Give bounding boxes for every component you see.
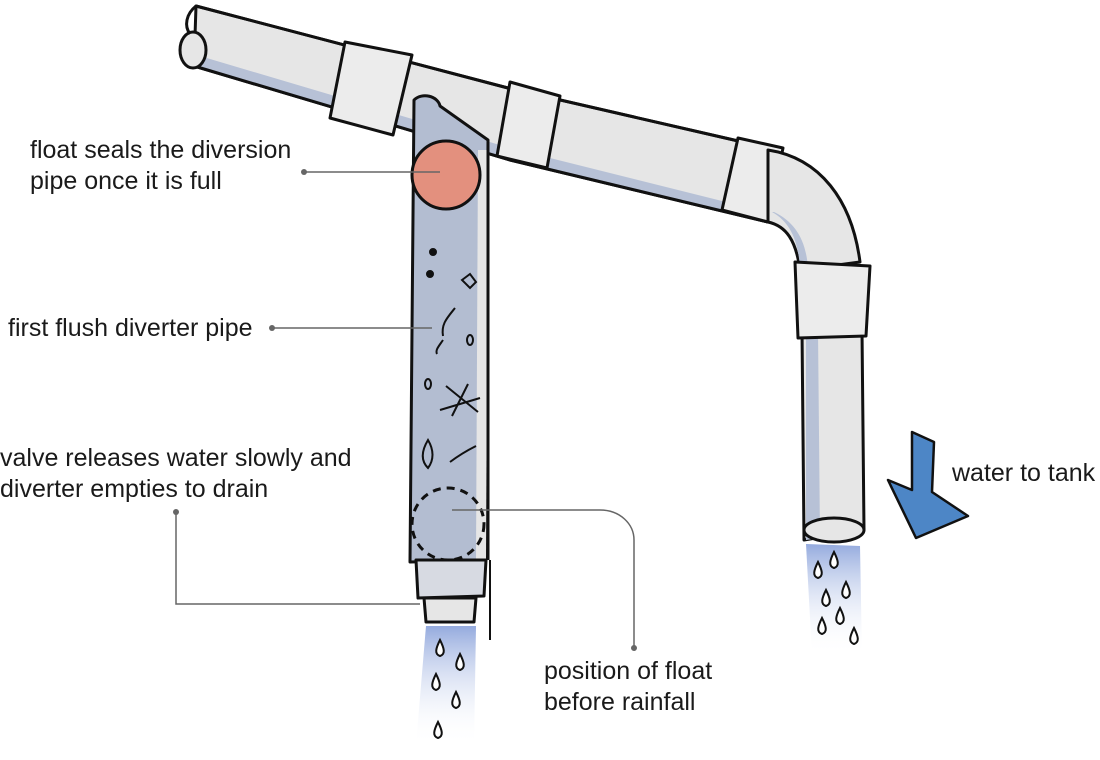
diverter-pipe xyxy=(408,94,491,640)
downpipe xyxy=(800,328,866,544)
label-valve-line1: valve releases water slowly and xyxy=(0,444,352,472)
label-position-float-line1: position of float xyxy=(544,657,713,685)
debris xyxy=(421,248,481,470)
elbow-pipe xyxy=(766,148,862,272)
label-valve-line2: diverter empties to drain xyxy=(0,475,269,503)
leader-valve xyxy=(175,512,420,605)
label-float-seals-line1: float seals the diversion xyxy=(30,136,292,164)
label-float-seals: float seals the diversion pipe once it i… xyxy=(30,135,291,197)
water-to-tank-arrow xyxy=(886,430,970,540)
drain-water-flow xyxy=(416,626,476,745)
leader-dots xyxy=(173,169,637,651)
float-full xyxy=(410,139,482,211)
leader-lines xyxy=(175,171,635,648)
coupling-1 xyxy=(328,40,414,137)
downpipe-coupling xyxy=(793,260,872,340)
label-position-float-line2: before rainfall xyxy=(544,688,696,716)
label-float-seals-line2: pipe once it is full xyxy=(30,167,222,195)
label-first-flush: first flush diverter pipe xyxy=(8,313,253,344)
leader-position-float xyxy=(452,509,635,648)
label-first-flush-line1: first flush diverter pipe xyxy=(8,314,253,342)
float-position-before-rainfall xyxy=(410,486,486,562)
coupling-2 xyxy=(495,80,562,170)
label-water-to-tank-line1: water to tank xyxy=(952,459,1096,487)
label-water-to-tank: water to tank xyxy=(952,458,1095,489)
tank-water-flow xyxy=(806,544,862,655)
label-valve: valve releases water slowly and diverter… xyxy=(0,443,352,505)
label-position-float: position of float before rainfall xyxy=(544,656,712,718)
